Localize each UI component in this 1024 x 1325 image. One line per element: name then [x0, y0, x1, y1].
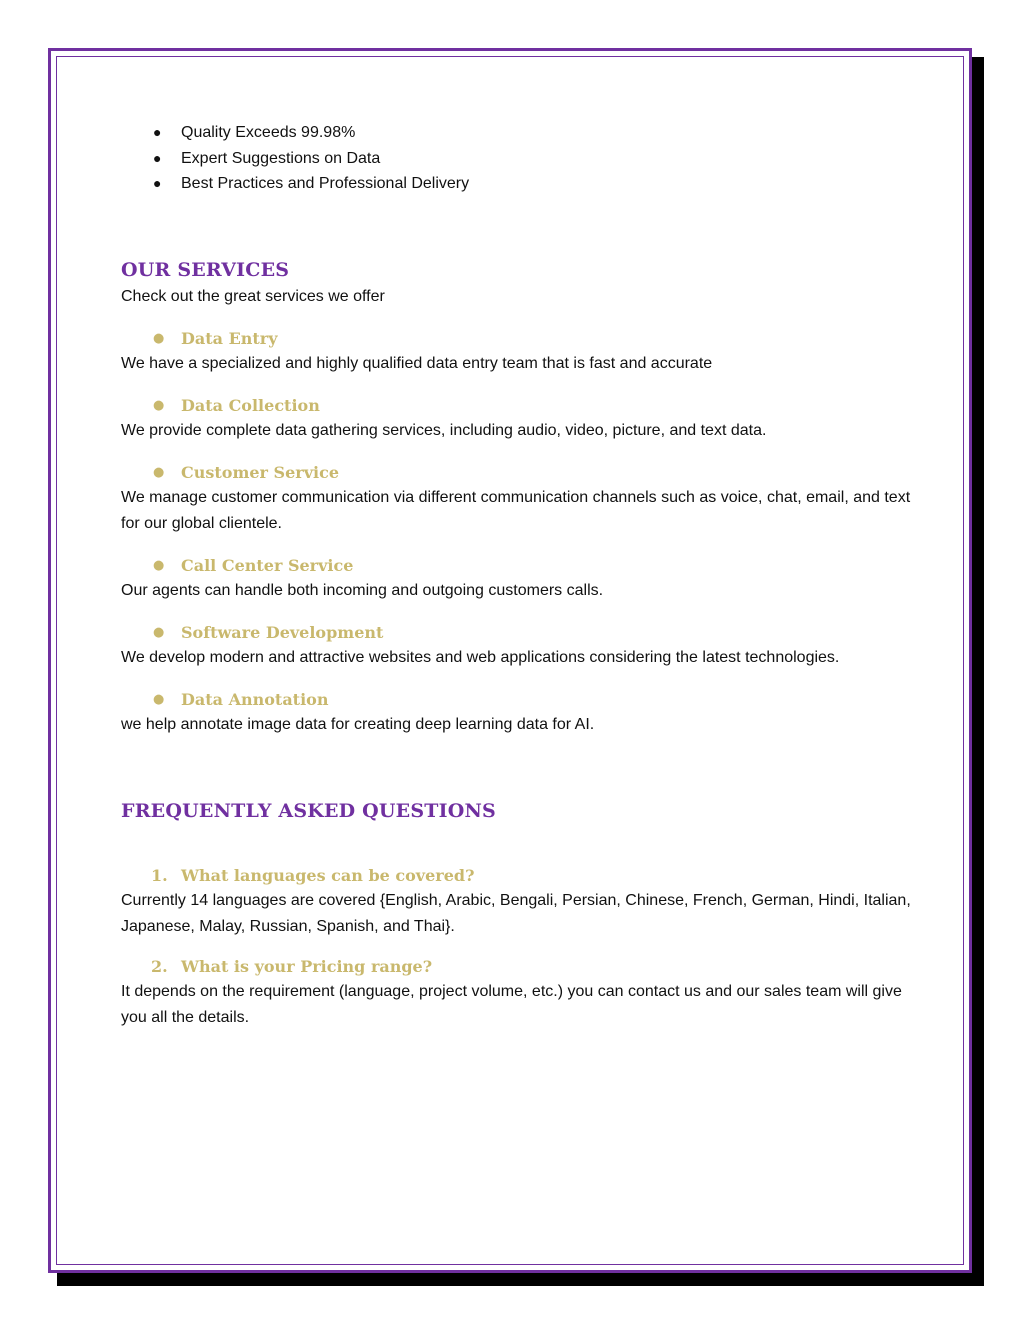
intro-bullet-list: ●Quality Exceeds 99.98% ●Expert Suggesti…	[121, 120, 911, 197]
list-item: ●Quality Exceeds 99.98%	[121, 120, 911, 146]
service-heading: ●Call Center Service	[121, 554, 911, 578]
bullet-icon: ●	[153, 691, 165, 707]
service-item-data-collection: ●Data Collection We provide complete dat…	[121, 394, 911, 444]
bullet-icon: ●	[153, 464, 165, 480]
service-description: We manage customer communication via dif…	[121, 488, 911, 532]
bullet-icon: ●	[153, 330, 165, 346]
bullet-icon: ●	[153, 397, 165, 413]
service-heading: ●Data Collection	[121, 394, 911, 418]
list-item: ●Best Practices and Professional Deliver…	[121, 171, 911, 197]
service-heading: ●Data Annotation	[121, 688, 911, 712]
service-heading: ●Data Entry	[121, 327, 911, 351]
bullet-icon: ●	[153, 557, 165, 573]
service-item-call-center: ●Call Center Service Our agents can hand…	[121, 554, 911, 604]
service-heading: ●Customer Service	[121, 461, 911, 485]
document-content: ●Quality Exceeds 99.98% ●Expert Suggesti…	[121, 120, 911, 1046]
service-item-customer-service: ●Customer Service We manage customer com…	[121, 461, 911, 537]
faq-question: 2.What is your Pricing range?	[121, 955, 911, 979]
services-subtitle: Check out the great services we offer	[121, 287, 385, 305]
service-item-data-entry: ●Data Entry We have a specialized and hi…	[121, 327, 911, 377]
service-item-software-development: ●Software Development We develop modern …	[121, 621, 911, 671]
service-description: Our agents can handle both incoming and …	[121, 581, 604, 599]
bullet-icon: ●	[153, 124, 162, 140]
service-description: We have a specialized and highly qualifi…	[121, 354, 713, 372]
page-inner-border	[56, 56, 964, 1265]
service-description: We develop modern and attractive website…	[121, 648, 840, 666]
list-item: ●Expert Suggestions on Data	[121, 146, 911, 172]
bullet-icon: ●	[153, 149, 162, 166]
services-heading: OUR SERVICES	[121, 258, 290, 281]
bullet-icon: ●	[153, 624, 165, 640]
bullet-icon: ●	[153, 175, 162, 191]
faq-question: 1.What languages can be covered?	[121, 864, 911, 888]
service-description: we help annotate image data for creating…	[121, 715, 595, 733]
faq-item: 1.What languages can be covered? Current…	[121, 864, 911, 940]
faq-item: 2.What is your Pricing range? It depends…	[121, 955, 911, 1031]
faq-heading: FREQUENTLY ASKED QUESTIONS	[121, 799, 496, 822]
faq-list: 1.What languages can be covered? Current…	[121, 864, 911, 1031]
service-description: We provide complete data gathering servi…	[121, 421, 767, 439]
faq-number: 2.	[151, 956, 168, 976]
service-heading: ●Software Development	[121, 621, 911, 645]
faq-answer: It depends on the requirement (language,…	[121, 982, 902, 1026]
page-border	[48, 48, 972, 1273]
service-item-data-annotation: ●Data Annotation we help annotate image …	[121, 688, 911, 738]
faq-number: 1.	[151, 865, 168, 885]
faq-answer: Currently 14 languages are covered {Engl…	[121, 891, 911, 935]
